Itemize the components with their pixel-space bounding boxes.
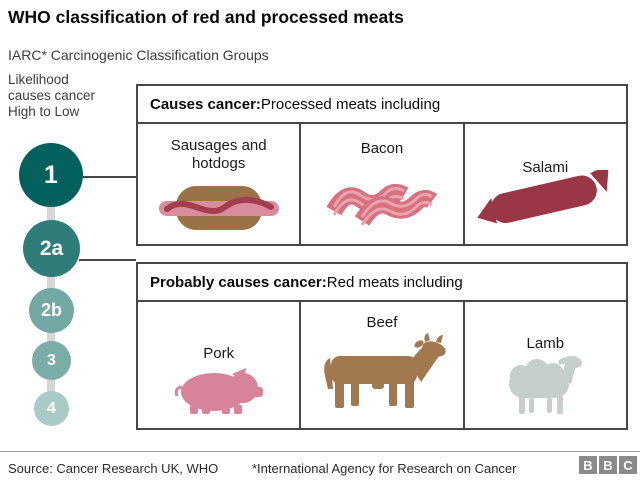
- group-circle-2a: 2a: [23, 220, 80, 277]
- beef-label: Beef: [366, 314, 398, 331]
- cell-sausages: Sausages and hotdogs: [138, 124, 299, 244]
- salami-label: Salami: [522, 159, 569, 176]
- bbc-logo-letter: B: [599, 456, 617, 474]
- bacon-label: Bacon: [360, 140, 404, 157]
- group-circle-2b: 2b: [29, 288, 74, 333]
- pork-label: Pork: [203, 345, 235, 362]
- causes-cancer-box: Causes cancer: Processed meats including…: [136, 84, 628, 246]
- sheep-icon: [505, 352, 585, 421]
- causes-cancer-heading: Causes cancer: Processed meats including: [138, 86, 626, 124]
- bbc-logo-letter: B: [579, 456, 597, 474]
- page-title: WHO classification of red and processed …: [8, 7, 404, 27]
- cell-beef: Beef: [299, 302, 462, 428]
- bbc-logo-letter: C: [619, 456, 637, 474]
- heading-bold: Causes cancer:: [150, 95, 261, 113]
- hotdog-icon: [158, 185, 279, 236]
- connector-line-group1: [83, 176, 136, 178]
- salami-icon: [475, 164, 615, 233]
- cell-bacon: Bacon: [299, 124, 462, 244]
- footer-divider: [0, 451, 640, 452]
- lamb-label: Lamb: [526, 335, 565, 352]
- cell-lamb: Lamb: [462, 302, 626, 428]
- page-subtitle: IARC* Carcinogenic Classification Groups: [8, 47, 269, 63]
- connector-line-group2a: [79, 259, 136, 261]
- bbc-logo: B B C: [579, 456, 637, 474]
- heading-rest: Red meats including: [326, 273, 463, 291]
- cow-icon: [317, 332, 447, 417]
- footnote-text: *International Agency for Research on Ca…: [252, 461, 517, 476]
- heading-rest: Processed meats including: [260, 95, 441, 113]
- source-text: Source: Cancer Research UK, WHO: [8, 461, 219, 476]
- group-circle-1: 1: [19, 143, 83, 207]
- bacon-icon: [326, 175, 438, 238]
- probably-causes-cancer-box: Probably causes cancer: Red meats includ…: [136, 262, 628, 430]
- cell-pork: Pork: [138, 302, 299, 428]
- pig-icon: [174, 365, 264, 420]
- group-circle-4: 4: [34, 391, 69, 426]
- likelihood-scale-label: Likelihood causes cancer High to Low: [8, 72, 96, 119]
- sausages-label: Sausages and hotdogs: [170, 137, 267, 172]
- group-circle-3: 3: [32, 341, 71, 380]
- heading-bold: Probably causes cancer:: [150, 273, 327, 291]
- cell-salami: Salami: [462, 124, 626, 244]
- probably-causes-cancer-heading: Probably causes cancer: Red meats includ…: [138, 264, 626, 302]
